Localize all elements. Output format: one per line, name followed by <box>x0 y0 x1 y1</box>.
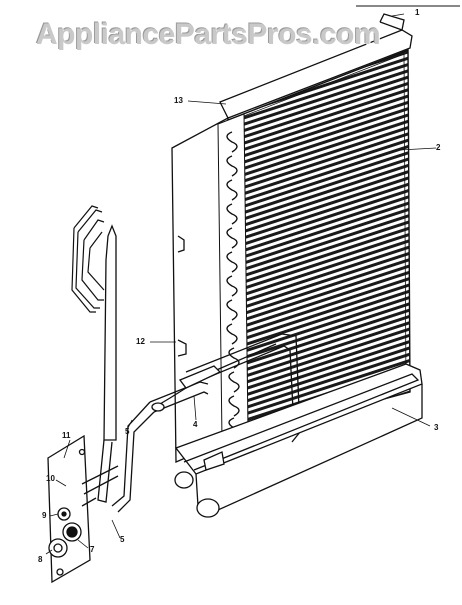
callout-12: 12 <box>136 337 145 346</box>
callout-10: 10 <box>46 474 55 483</box>
callout-9: 9 <box>42 511 47 520</box>
top-bracket <box>219 5 460 127</box>
drain-pan <box>174 363 423 518</box>
service-tube <box>97 224 117 503</box>
callout-3: 3 <box>434 423 439 432</box>
leader-lines <box>45 13 437 555</box>
manifold-tube <box>185 333 301 443</box>
callout-2: 2 <box>436 143 441 152</box>
callout-13: 13 <box>174 96 183 105</box>
callout-5a: 5 <box>125 427 130 436</box>
callout-5b: 5 <box>120 535 125 544</box>
coil-body <box>217 48 411 441</box>
capillary-tubes <box>71 205 105 313</box>
hairpin-bends <box>217 113 249 441</box>
callout-7: 7 <box>90 545 95 554</box>
callout-8: 8 <box>38 555 43 564</box>
plate-fittings <box>48 465 119 558</box>
watermark-logo: AppliancePartsPros.com <box>36 18 381 51</box>
callout-1: 1 <box>415 8 420 17</box>
callout-11: 11 <box>62 431 71 440</box>
mounting-plate <box>47 434 91 584</box>
callout-4: 4 <box>193 420 198 429</box>
suction-line <box>111 365 222 513</box>
